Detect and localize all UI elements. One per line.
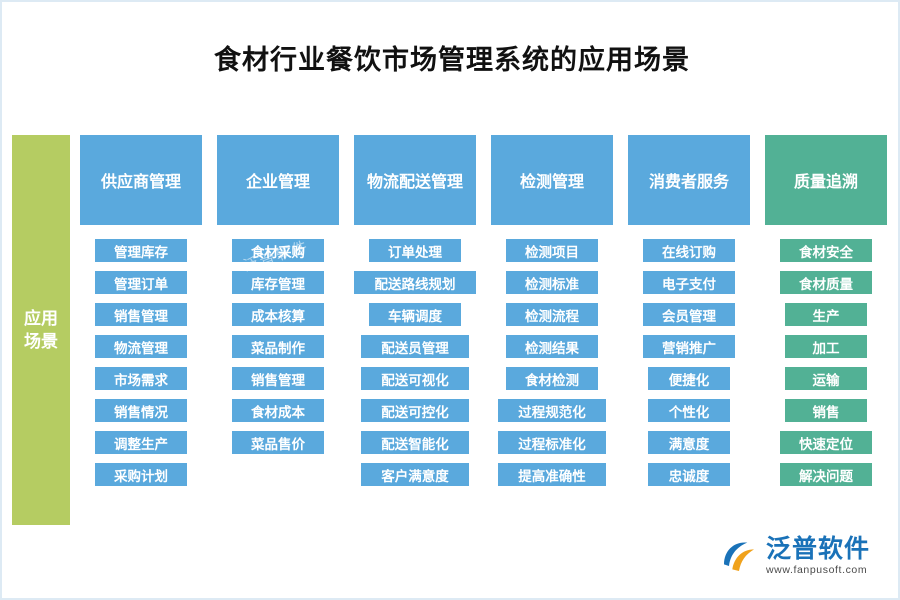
category-column: 质量追溯食材安全食材质量生产加工运输销售快速定位解决问题 (765, 135, 887, 495)
category-item[interactable]: 会员管理 (643, 303, 735, 326)
category-header[interactable]: 检测管理 (491, 135, 613, 225)
category-item[interactable]: 管理订单 (95, 271, 187, 294)
category-item[interactable]: 订单处理 (369, 239, 461, 262)
category-items: 在线订购电子支付会员管理营销推广便捷化个性化满意度忠诚度 (628, 239, 750, 486)
category-header[interactable]: 供应商管理 (80, 135, 202, 225)
category-item[interactable]: 库存管理 (232, 271, 324, 294)
category-item[interactable]: 食材采购 (232, 239, 324, 262)
category-column: 供应商管理管理库存管理订单销售管理物流管理市场需求销售情况调整生产采购计划 (80, 135, 202, 495)
category-item[interactable]: 在线订购 (643, 239, 735, 262)
logo-url: www.fanpusoft.com (765, 564, 868, 576)
category-item[interactable]: 提高准确性 (498, 463, 606, 486)
category-item[interactable]: 食材成本 (232, 399, 324, 422)
category-item[interactable]: 菜品制作 (232, 335, 324, 358)
category-column: 检测管理检测项目检测标准检测流程检测结果食材检测过程规范化过程标准化提高准确性 (491, 135, 613, 495)
logo-name: 泛普软件 (765, 535, 870, 563)
category-item[interactable]: 解决问题 (780, 463, 872, 486)
category-item[interactable]: 采购计划 (95, 463, 187, 486)
category-item[interactable]: 过程标准化 (498, 431, 606, 454)
category-header[interactable]: 消费者服务 (628, 135, 750, 225)
category-item[interactable]: 便捷化 (648, 367, 730, 390)
category-header[interactable]: 企业管理 (217, 135, 339, 225)
category-item[interactable]: 检测结果 (506, 335, 598, 358)
category-item[interactable]: 销售情况 (95, 399, 187, 422)
category-column: 物流配送管理订单处理配送路线规划车辆调度配送员管理配送可视化配送可控化配送智能化… (354, 135, 476, 495)
left-category-label: 应用 场景 (24, 309, 58, 351)
category-column: 消费者服务在线订购电子支付会员管理营销推广便捷化个性化满意度忠诚度 (628, 135, 750, 495)
company-logo: 泛普软件 www.fanpusoft.com (719, 536, 870, 576)
category-item[interactable]: 车辆调度 (369, 303, 461, 326)
category-item[interactable]: 电子支付 (643, 271, 735, 294)
category-item[interactable]: 营销推广 (643, 335, 735, 358)
category-item[interactable]: 满意度 (648, 431, 730, 454)
category-item[interactable]: 配送员管理 (361, 335, 469, 358)
category-item[interactable]: 客户满意度 (361, 463, 469, 486)
category-item[interactable]: 物流管理 (95, 335, 187, 358)
category-item[interactable]: 运输 (785, 367, 867, 390)
category-item[interactable]: 成本核算 (232, 303, 324, 326)
category-items: 食材采购库存管理成本核算菜品制作销售管理食材成本菜品售价 (217, 239, 339, 454)
columns-container: 供应商管理管理库存管理订单销售管理物流管理市场需求销售情况调整生产采购计划企业管… (80, 135, 890, 525)
category-item[interactable]: 忠诚度 (648, 463, 730, 486)
category-item[interactable]: 加工 (785, 335, 867, 358)
category-item[interactable]: 生产 (785, 303, 867, 326)
page-title: 食材行业餐饮市场管理系统的应用场景 (214, 45, 690, 75)
category-item[interactable]: 个性化 (648, 399, 730, 422)
category-item[interactable]: 市场需求 (95, 367, 187, 390)
category-items: 订单处理配送路线规划车辆调度配送员管理配送可视化配送可控化配送智能化客户满意度 (354, 239, 476, 486)
category-header[interactable]: 质量追溯 (765, 135, 887, 225)
category-item[interactable]: 食材安全 (780, 239, 872, 262)
category-items: 检测项目检测标准检测流程检测结果食材检测过程规范化过程标准化提高准确性 (491, 239, 613, 486)
category-item[interactable]: 食材质量 (780, 271, 872, 294)
category-item[interactable]: 配送可视化 (361, 367, 469, 390)
category-item[interactable]: 检测标准 (506, 271, 598, 294)
category-item[interactable]: 销售管理 (95, 303, 187, 326)
category-items: 食材安全食材质量生产加工运输销售快速定位解决问题 (765, 239, 887, 486)
category-items: 管理库存管理订单销售管理物流管理市场需求销售情况调整生产采购计划 (80, 239, 202, 486)
category-item[interactable]: 配送路线规划 (354, 271, 476, 294)
category-item[interactable]: 检测流程 (506, 303, 598, 326)
category-item[interactable]: 快速定位 (780, 431, 872, 454)
category-item[interactable]: 调整生产 (95, 431, 187, 454)
left-category-band: 应用 场景 (12, 135, 70, 525)
category-item[interactable]: 销售管理 (232, 367, 324, 390)
category-item[interactable]: 管理库存 (95, 239, 187, 262)
category-item[interactable]: 销售 (785, 399, 867, 422)
category-item[interactable]: 配送智能化 (361, 431, 469, 454)
category-header[interactable]: 物流配送管理 (354, 135, 476, 225)
category-item[interactable]: 食材检测 (506, 367, 598, 390)
logo-text-wrap: 泛普软件 www.fanpusoft.com (766, 536, 870, 576)
category-item[interactable]: 菜品售价 (232, 431, 324, 454)
logo-swirl-icon (723, 542, 754, 571)
category-item[interactable]: 检测项目 (506, 239, 598, 262)
category-column: 企业管理食材采购库存管理成本核算菜品制作销售管理食材成本菜品售价 (217, 135, 339, 463)
category-item[interactable]: 配送可控化 (361, 399, 469, 422)
category-item[interactable]: 过程规范化 (498, 399, 606, 422)
